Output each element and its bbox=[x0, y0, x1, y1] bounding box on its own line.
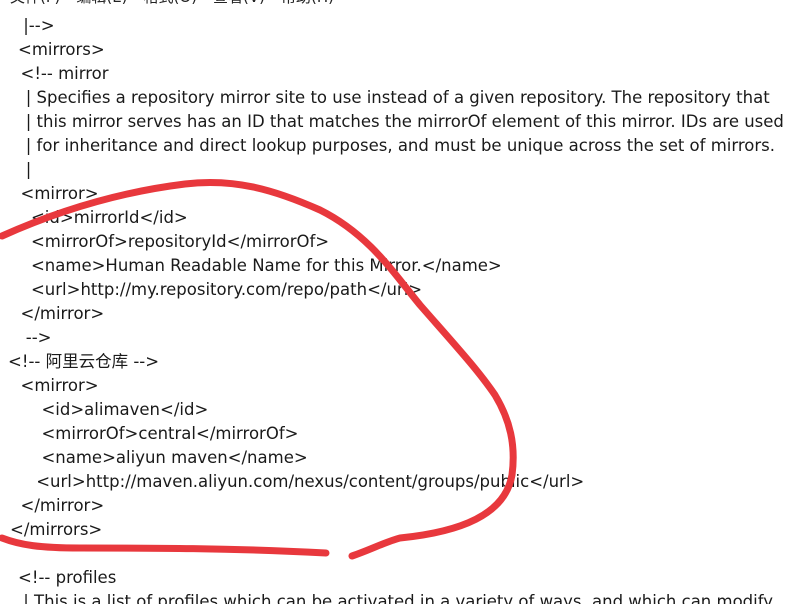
menu-bar: 文件(F) 编辑(E) 格式(O) 查看(V) 帮助(H) bbox=[0, 0, 810, 8]
code-line: | This is a list of profiles which can b… bbox=[18, 592, 774, 604]
code-line: <mirrors> bbox=[18, 40, 105, 59]
code-line: | for inheritance and direct lookup purp… bbox=[10, 136, 776, 155]
code-line: | Specifies a repository mirror site to … bbox=[10, 88, 770, 107]
code-line: <name>aliyun maven</name> bbox=[10, 448, 308, 467]
code-line: </mirrors> bbox=[10, 520, 103, 539]
code-line: </mirror> bbox=[10, 496, 105, 515]
code-line: <url>http://maven.aliyun.com/nexus/conte… bbox=[10, 472, 585, 491]
code-line: |--> bbox=[18, 16, 55, 35]
menu-help[interactable]: 帮助(H) bbox=[281, 0, 334, 8]
code-line: | this mirror serves has an ID that matc… bbox=[10, 112, 784, 131]
code-line: <id>alimaven</id> bbox=[10, 400, 209, 419]
menu-file[interactable]: 文件(F) bbox=[10, 0, 60, 8]
menu-edit[interactable]: 编辑(E) bbox=[76, 0, 127, 8]
code-line: <!-- profiles bbox=[18, 568, 117, 587]
code-line: --> bbox=[10, 328, 52, 347]
code-line: <mirror> bbox=[10, 184, 99, 203]
code-line: <id>mirrorId</id> bbox=[10, 208, 188, 227]
code-line: <mirror> bbox=[10, 376, 99, 395]
code-line: <!-- 阿里云仓库 --> bbox=[8, 352, 160, 371]
code-line: <name>Human Readable Name for this Mirro… bbox=[10, 256, 502, 275]
code-line: </mirror> bbox=[10, 304, 105, 323]
menu-format[interactable]: 格式(O) bbox=[144, 0, 198, 8]
code-line: <mirrorOf>repositoryId</mirrorOf> bbox=[10, 232, 330, 251]
code-line: <mirrorOf>central</mirrorOf> bbox=[10, 424, 299, 443]
code-line: <url>http://my.repository.com/repo/path<… bbox=[10, 280, 423, 299]
code-line: | bbox=[10, 160, 32, 179]
code-line: <!-- mirror bbox=[10, 64, 109, 83]
menu-view[interactable]: 查看(V) bbox=[213, 0, 265, 8]
